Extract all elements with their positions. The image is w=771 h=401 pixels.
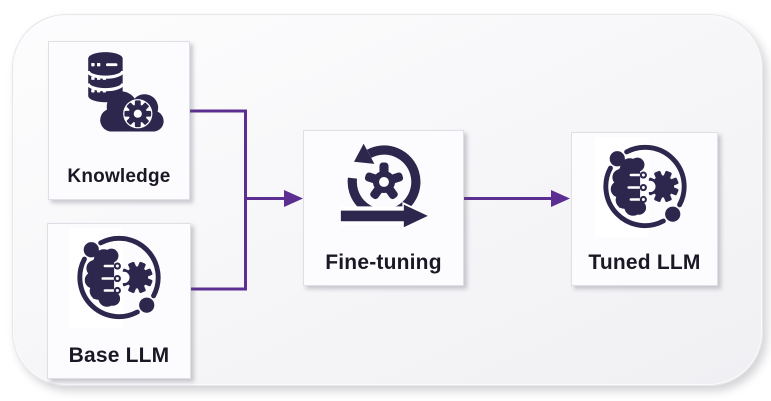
brain-circuit-gear-icon	[69, 228, 169, 328]
node-knowledge: Knowledge	[48, 41, 190, 200]
iteration-arrows-gear-icon	[330, 136, 438, 235]
node-base-llm: Base LLM	[47, 223, 191, 379]
brain-circuit-gear-icon	[595, 137, 695, 237]
node-label-base-llm: Base LLM	[68, 343, 170, 367]
node-label-knowledge: Knowledge	[67, 166, 171, 188]
node-label-fine-tuning: Fine-tuning	[325, 250, 442, 274]
node-fine-tuning: Fine-tuning	[303, 130, 464, 286]
database-gear-icon	[71, 48, 167, 144]
node-tuned-llm: Tuned LLM	[571, 132, 718, 286]
node-label-tuned-llm: Tuned LLM	[588, 250, 701, 274]
